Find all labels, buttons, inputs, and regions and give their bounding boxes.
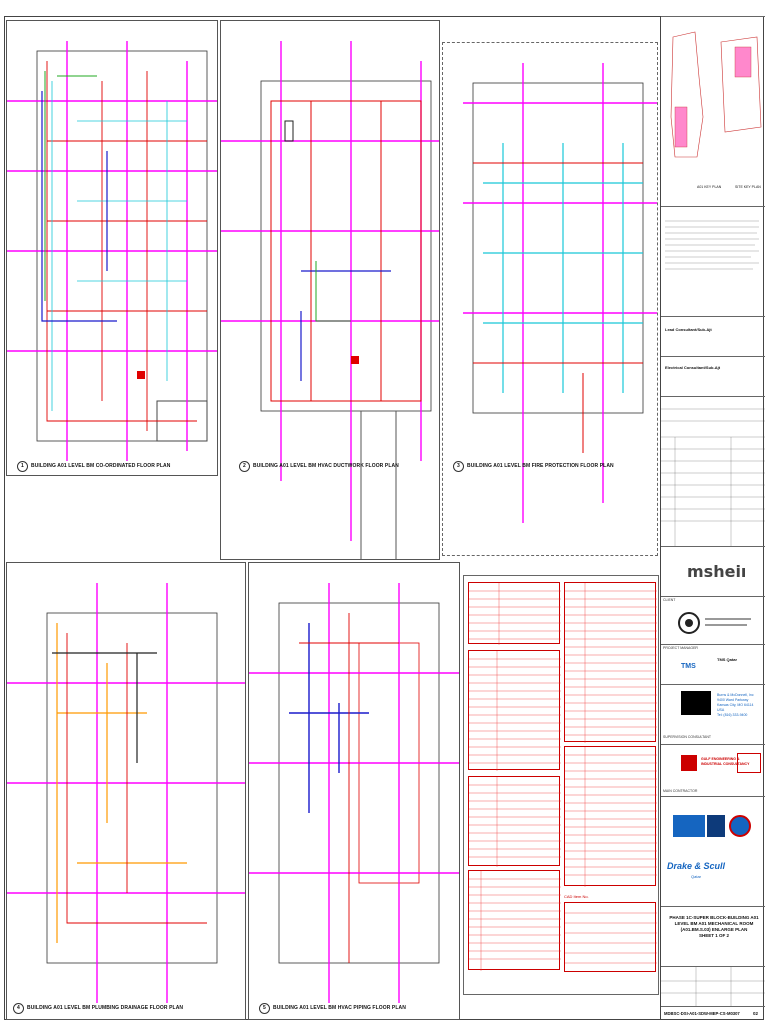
main-contractor-label: MAIN CONTRACTOR — [663, 789, 698, 793]
drawing-info-grid — [661, 966, 765, 1007]
client-label: CLIENT — [663, 598, 676, 602]
legend-schedules: CAD Item No. — [463, 575, 659, 995]
burns-address: Burns & McDonnell, Inc 9400 Ward Parkway… — [717, 693, 754, 718]
drake-logo: Drake & Scull — [667, 861, 725, 871]
key-plan-a-label: A01 KEY PLAN — [697, 185, 722, 189]
plan-5-title: BUILDING A01 LEVEL BM HVAC PIPING FLOOR … — [273, 1005, 406, 1011]
client-box: CLIENT — [661, 596, 765, 644]
drawing-title-line-2: LEVEL BM A01 MECHANICAL ROOM — [674, 921, 754, 926]
client-logo — [678, 612, 751, 634]
gulf-text: GULF ENGINEERING & INDUSTRIAL CONSULTANC… — [701, 757, 749, 767]
doc-number: MDBSC-DSI-A01-SDW-MEP-CS-M0307 — [664, 1011, 740, 1016]
revision-number: 02 — [753, 1011, 759, 1016]
svg-text:msheireb: msheireb — [687, 562, 745, 581]
gulf-arabic-logo — [737, 753, 761, 773]
legend-table-5 — [468, 776, 561, 867]
burns-line-5: Tel: (816) 333-9400 — [717, 713, 748, 717]
drawing-title: PHASE 1C-SUPER BLOCK-BUILDING A01 LEVEL … — [669, 915, 759, 939]
cad-item-note: CAD Item No. — [564, 894, 589, 899]
drawing-title-line-3: (A01.BM.S.03) ENLARGE PLAN — [680, 927, 748, 932]
drawing-title-line-4: SHEET 1 OF 2 — [698, 933, 729, 938]
legend-table-6 — [468, 870, 561, 971]
key-plan: A01 KEY PLAN SITE KEY PLAN — [661, 16, 765, 196]
doc-number-box: MDBSC-DSI-A01-SDW-MEP-CS-M0307 02 — [661, 1006, 765, 1020]
mshereb-logo: msheireb — [685, 559, 768, 586]
mshereb-logo-box: msheireb — [661, 546, 768, 596]
legend-table-2 — [564, 582, 657, 743]
lead-consultant-label: Lead Consultant/Sub-Ajt — [665, 327, 712, 332]
legend-table-1 — [468, 582, 561, 645]
electrical-consultant-label: Electrical Consultant/Sub-Ajt — [665, 365, 721, 370]
plan-4-number: 4 — [13, 1003, 24, 1014]
drake-sub: Qatar — [691, 874, 702, 879]
electrical-consultant: Electrical Consultant/Sub-Ajt — [661, 356, 765, 396]
plan-1-number: 1 — [17, 461, 28, 472]
lead-consultant: Lead Consultant/Sub-Ajt — [661, 316, 765, 356]
revision-table — [661, 396, 765, 547]
rcc-logo — [673, 815, 705, 837]
title-block: A01 KEY PLAN SITE KEY PLAN Lead Consulta… — [660, 16, 768, 1020]
project-manager-label: PROJECT MANAGER — [663, 646, 698, 650]
supervision-label: SUPERVISION CONSULTANT — [663, 735, 712, 739]
burns-line-1: Burns & McDonnell, Inc — [717, 693, 754, 697]
gulf-logo — [681, 755, 697, 771]
main-contractor-box: Drake & Scull Qatar — [661, 796, 765, 886]
burns-logo — [681, 691, 711, 715]
drake-name: Drake & Scull — [667, 861, 726, 871]
emblem-logo — [729, 815, 751, 837]
plan-2-number: 2 — [239, 461, 250, 472]
burns-line-3: Kansas City, MO 64114 — [717, 703, 754, 707]
plan-4-title: BUILDING A01 LEVEL BM PLUMBING DRAINAGE … — [27, 1005, 184, 1011]
legend-table-7 — [564, 902, 657, 972]
tms-name: TMS Qatar — [717, 657, 738, 662]
key-plan-b-label: SITE KEY PLAN — [735, 185, 761, 189]
burns-mcdonnell-box: Burns & McDonnell, Inc 9400 Ward Parkway… — [661, 684, 765, 744]
plan-3-title: BUILDING A01 LEVEL BM FIRE PROTECTION FL… — [467, 463, 614, 469]
gulf-line-2: INDUSTRIAL CONSULTANCY — [701, 762, 750, 766]
plan-2-title: BUILDING A01 LEVEL BM HVAC DUCTWORK FLOO… — [253, 463, 399, 469]
drawing-title-line-1: PHASE 1C-SUPER BLOCK-BUILDING A01 — [669, 915, 759, 920]
general-notes — [661, 206, 765, 316]
drawing-title-box: PHASE 1C-SUPER BLOCK-BUILDING A01 LEVEL … — [661, 906, 765, 966]
legend-table-3 — [468, 650, 561, 771]
legend-table-4 — [564, 746, 657, 887]
gulf-engineering-box: GULF ENGINEERING & INDUSTRIAL CONSULTANC… — [661, 744, 765, 796]
plan-1-title: BUILDING A01 LEVEL BM CO-ORDINATED FLOOR… — [31, 463, 171, 469]
plan-5-number: 5 — [259, 1003, 270, 1014]
plan-3-drawing — [463, 63, 657, 523]
burns-line-4: USA — [717, 708, 725, 712]
plan-3-number: 3 — [453, 461, 464, 472]
plan-4-drawing — [7, 583, 245, 1003]
gulf-line-1: GULF ENGINEERING & — [701, 757, 740, 761]
plan-1-drawing — [7, 41, 217, 461]
project-manager-box: PROJECT MANAGER TMS TMS Qatar — [661, 644, 765, 684]
tms-logo: TMS — [681, 663, 696, 670]
plan-5-drawing — [249, 583, 459, 1003]
burns-line-2: 9400 Ward Parkway — [717, 698, 749, 702]
bm-logo — [707, 815, 725, 837]
plan-2-drawing — [221, 41, 439, 559]
key-plan-drawing — [670, 31, 762, 158]
